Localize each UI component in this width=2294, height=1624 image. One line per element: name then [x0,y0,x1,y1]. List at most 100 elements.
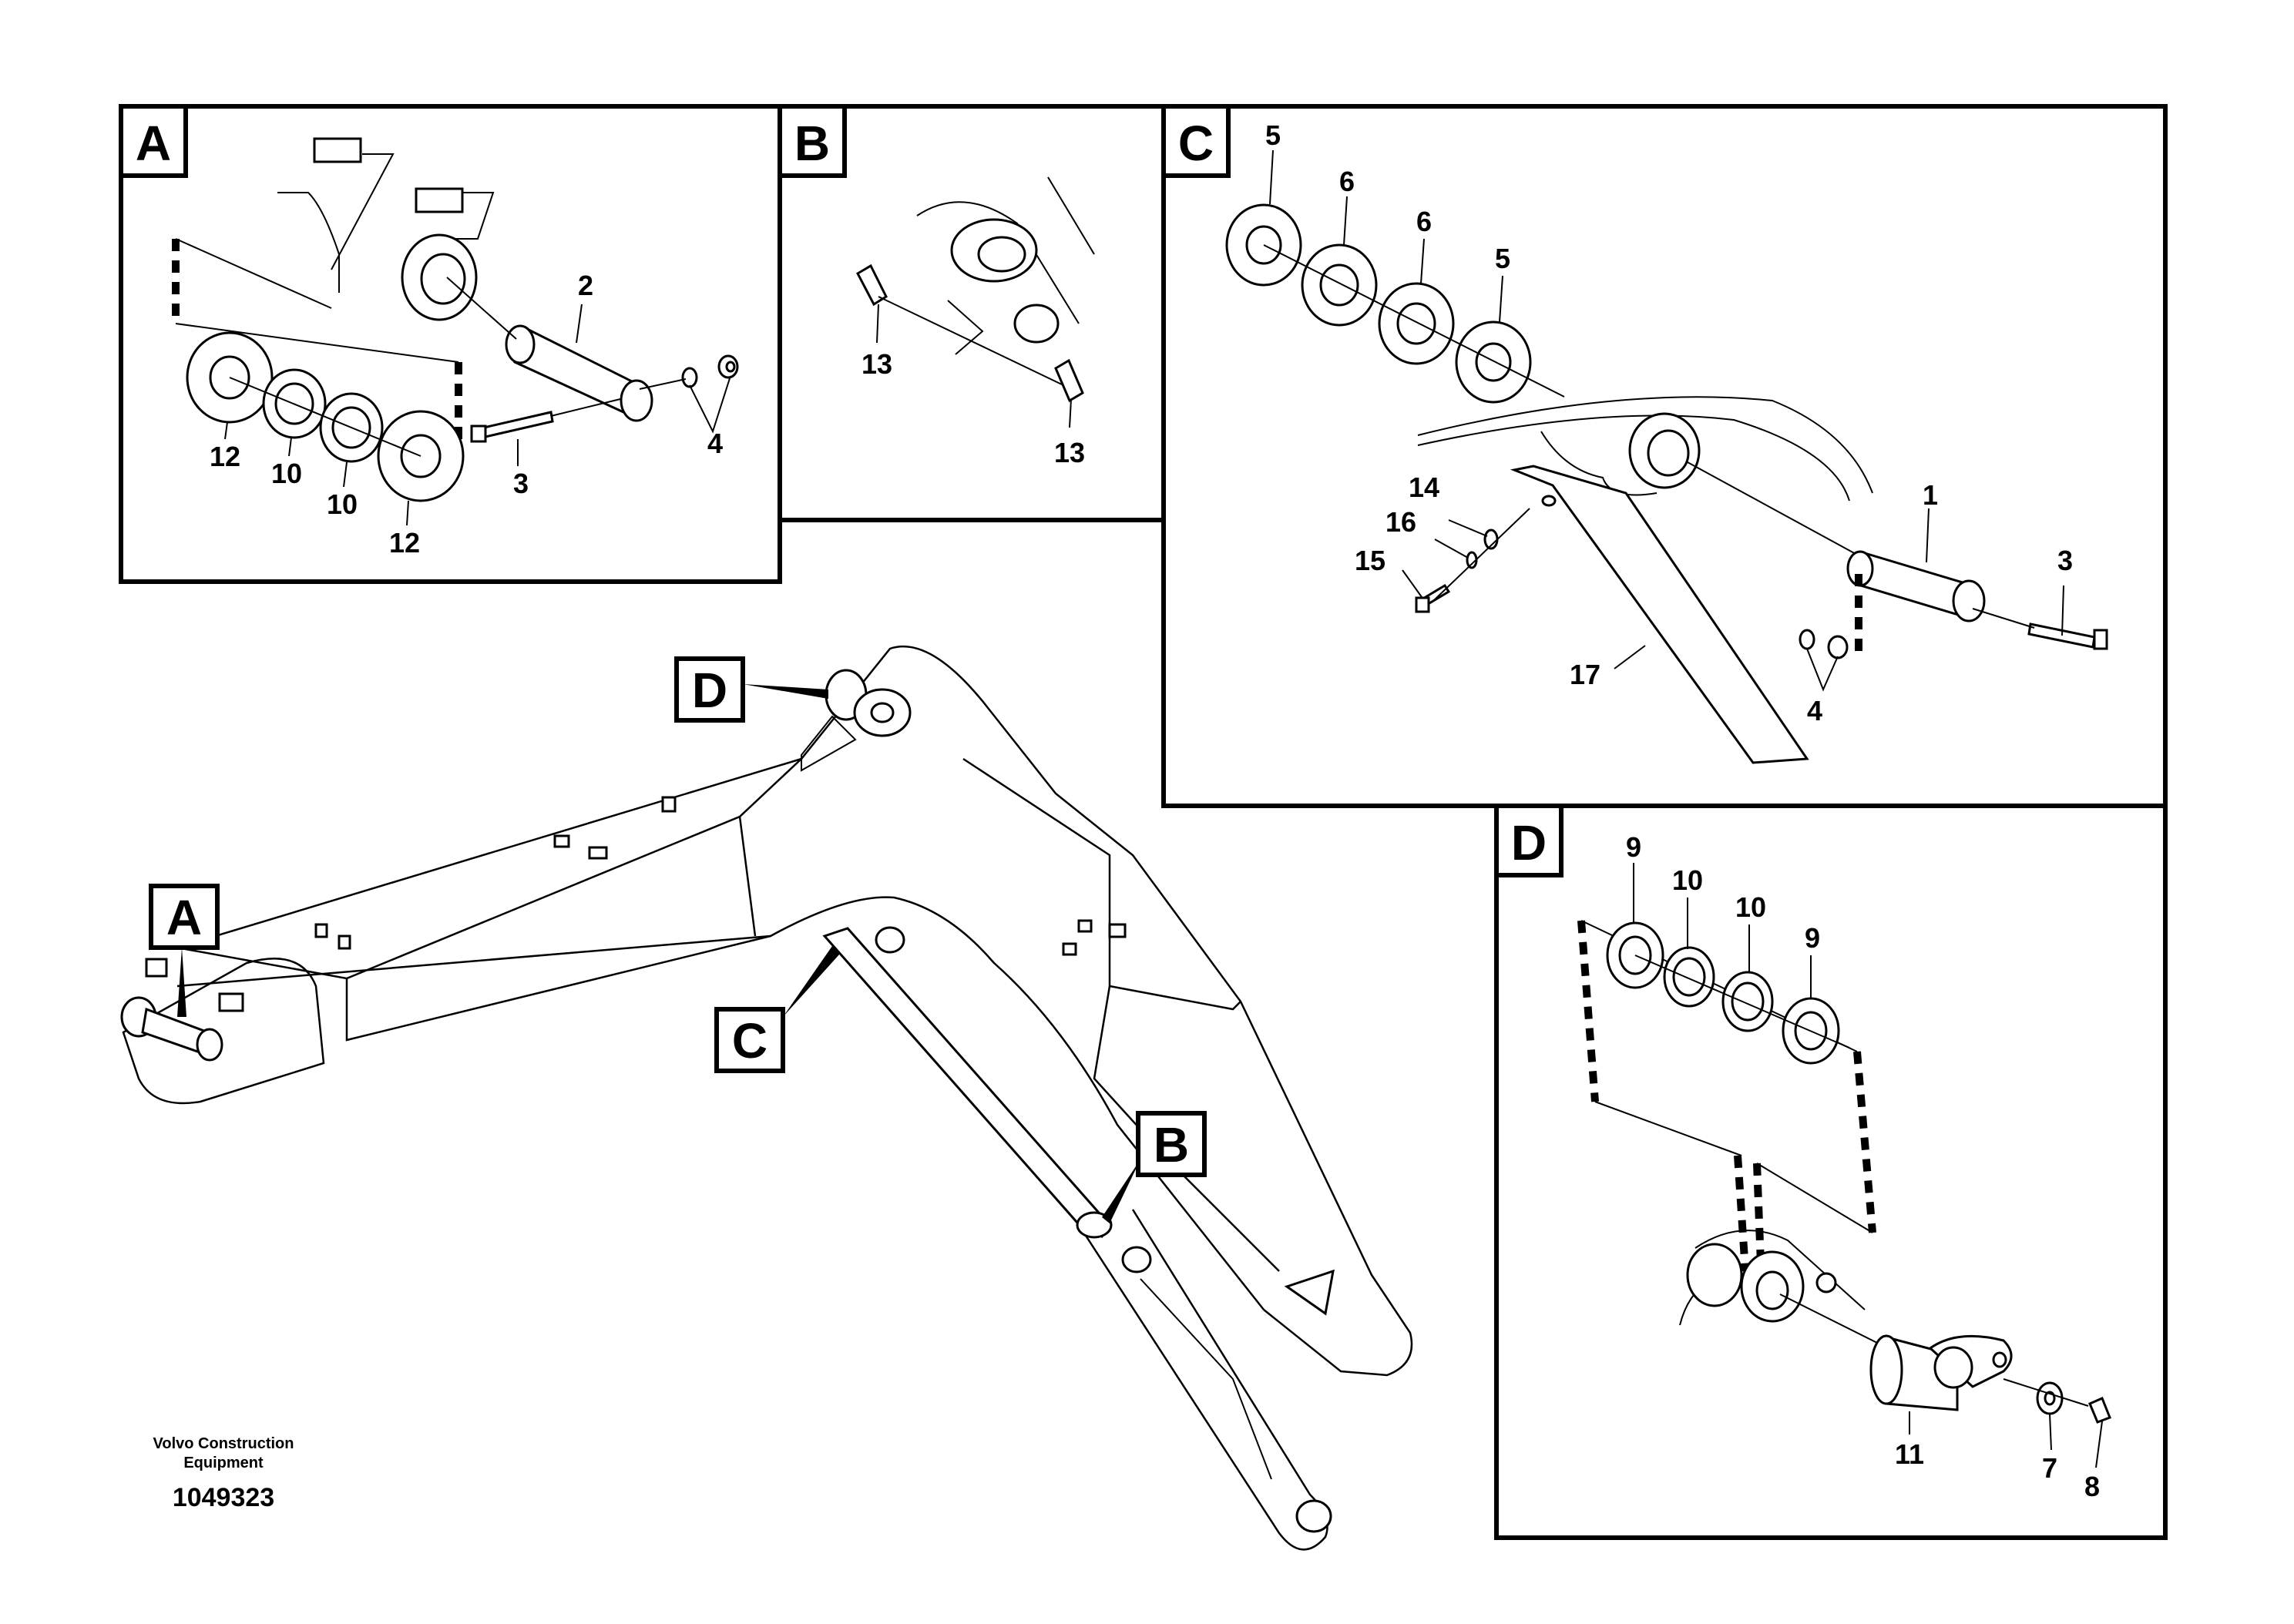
boom-side-panel [176,934,771,1042]
boom-boss-6 [1077,919,1093,933]
callout-d-9-right: 9 [1805,922,1820,954]
boom-foot [122,958,325,1105]
washer-axis [229,377,422,457]
panel-b-letter-box [778,104,847,178]
callout-a-4: 4 [707,428,723,459]
rod-hole [1541,495,1557,507]
pin-axis-line [446,277,517,340]
callout-d-8: 8 [2084,1471,2100,1502]
boom-boss-5 [338,934,351,950]
pin-d-fastener-axis [2003,1378,2089,1407]
washer-5-right [1455,320,1532,404]
boom-callout-a: A [149,884,220,1017]
cylinder-eye-inner [977,236,1026,273]
bracket-arm [331,153,395,270]
spring-pin-13-right [1054,358,1084,403]
boom-callout-c: C [714,946,840,1073]
panel-c-letter: C [1178,116,1214,171]
callout-c-3: 3 [2057,545,2073,576]
bolt-15 [1415,583,1451,613]
pin-1 [1846,550,1986,622]
panel-d-frame [1494,804,2168,1540]
boom-arrow-b [1102,1159,1140,1223]
boom-cylinder-eye [1295,1499,1332,1533]
pin-b-axis [878,296,1064,386]
leader-17 [1614,645,1646,669]
leader-10-left [288,437,292,457]
boom-boss-7 [1108,923,1127,938]
plug [1013,304,1060,344]
callout-c-6-left: 6 [1339,166,1355,197]
washer-c-axis [1263,244,1565,398]
bolt-3 [470,411,554,443]
panel-a-letter-box [119,104,188,178]
boom-label-c-box [714,1007,785,1073]
pin-11 [1869,1334,2013,1411]
panel-a-letter: A [136,116,171,171]
leader-13-right [1069,398,1072,428]
boom-hydraulic-line [1140,1278,1272,1480]
boom-boss-1 [661,796,677,813]
panel-b-letter: B [794,116,830,171]
boom-cylinder-port [1121,1246,1152,1273]
boom-label-d-box [674,656,745,723]
leader-4-c [1806,648,1839,692]
boom-cylinder-barrel [1077,1209,1328,1551]
pin-d-axis [1779,1293,1889,1349]
boom-end-lower [1540,431,1658,496]
detail-panel-d: D [1494,804,2168,1540]
callout-d-11: 11 [1895,1438,1924,1470]
leader-6-left [1343,196,1348,246]
boom-arrow-d [743,684,828,699]
washer-6-right [1378,282,1455,365]
nut-axis [639,378,687,390]
spring-pin-13-left [856,263,888,307]
boom-foot-block-2 [218,992,244,1012]
cylinder-rod-17 [1510,465,1809,764]
boom-boss-8 [1062,942,1077,956]
callout-d-7: 7 [2042,1452,2057,1484]
bolt-3-line [550,398,621,417]
boom-foot-pin-end [196,1028,223,1062]
callout-a-10-right: 10 [327,488,358,520]
boom-cylinder-rod [822,927,1111,1238]
washer-7 [2036,1381,2064,1415]
company-line-1: Volvo Construction [153,1435,294,1452]
boom-boss-inner [1647,429,1690,477]
leader-12-right [406,500,409,526]
leader-13-left [876,304,879,344]
grease-block-right [415,187,464,213]
cylinder-outline [916,176,1095,324]
boom-foot-block-1 [145,958,168,978]
boom-lower-outline [176,896,1265,1310]
boom-boss-2 [553,834,570,848]
boom-label-a: A [166,890,202,945]
boom-label-c: C [732,1013,767,1069]
boom-end-outline [1417,396,1873,502]
bracket-outline-b [947,300,984,355]
company-line-2: Equipment [183,1455,264,1471]
nut-4 [681,354,739,388]
callout-d-10-right: 10 [1735,891,1766,923]
boom-gusset [1284,1269,1335,1316]
boom-assembly [120,645,1413,1551]
leader-1 [1926,508,1930,563]
boom-upper-outline [176,645,1413,1377]
boom-web-lines [1093,985,1280,1272]
dashed-d-close [1756,1163,1873,1233]
boom-cylinder-pivot [875,926,905,954]
boom-ribs [738,757,1241,1011]
callout-b-13-right: 13 [1054,437,1085,468]
leader-5-right [1499,275,1503,323]
callout-a-12-right: 12 [389,527,420,559]
boom-callout-b: B [1102,1111,1207,1223]
callout-c-14: 14 [1409,471,1439,503]
callout-c-17: 17 [1570,659,1600,690]
boom-top-lug-hole [870,702,895,723]
pin-c-axis [1687,461,1858,555]
callout-a-12-left: 12 [210,441,240,472]
boom-boss-3 [588,846,608,860]
bracket-d-lug [1686,1243,1743,1307]
dashed-d-left [1577,920,1599,1102]
